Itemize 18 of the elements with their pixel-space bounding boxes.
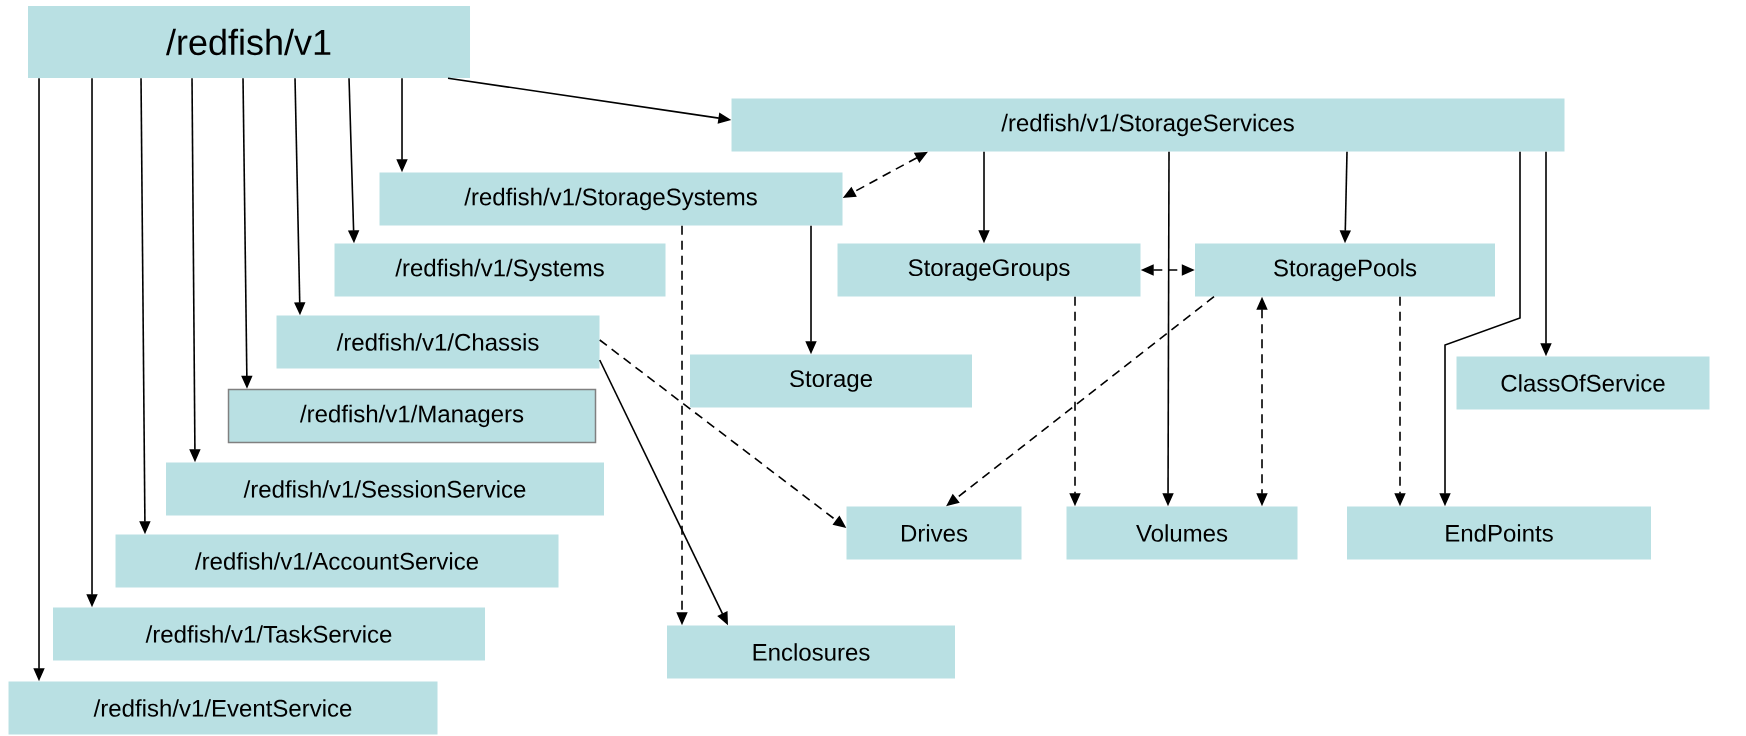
resource-box: /redfish/v1/SessionService (166, 462, 604, 516)
resource-box: /redfish/v1/Chassis (276, 315, 600, 369)
resource-box: /redfish/v1/AccountService (115, 534, 559, 588)
resource-box: /redfish/v1/Systems (334, 243, 666, 297)
resource-box: ClassOfService (1456, 356, 1710, 410)
resource-box: /redfish/v1/StorageServices (731, 98, 1565, 152)
resource-box: /redfish/v1/EventService (8, 681, 438, 735)
resource-box: /redfish/v1/TaskService (53, 607, 485, 661)
resource-box: /redfish/v1 (28, 6, 470, 78)
resource-box: StorageGroups (837, 243, 1141, 297)
resource-box: /redfish/v1/StorageSystems (379, 172, 843, 226)
resource-box: Drives (846, 506, 1022, 560)
resource-box: Storage (690, 354, 972, 408)
resource-box: StoragePools (1195, 243, 1495, 297)
resource-box: Volumes (1066, 506, 1298, 560)
resource-box: /redfish/v1/Managers (227, 388, 597, 444)
resource-box: Enclosures (667, 625, 955, 679)
resource-box: EndPoints (1347, 506, 1651, 560)
